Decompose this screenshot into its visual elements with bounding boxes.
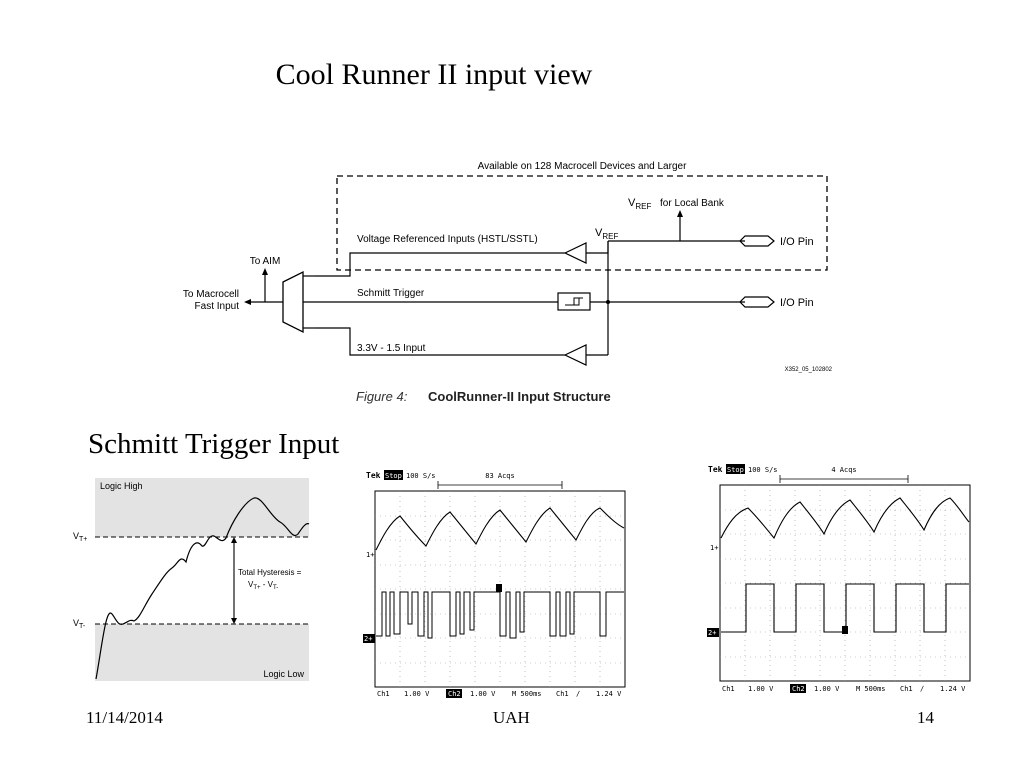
- logic-high-region: [95, 478, 309, 537]
- hysteresis-figure: Logic High Logic Low VT+ VT- Total Hyste…: [73, 478, 310, 681]
- mux-icon: [282, 270, 304, 334]
- box-label: Available on 128 Macrocell Devices and L…: [478, 161, 687, 172]
- scope-right-ch1-marker: 1+: [710, 544, 718, 552]
- arrow-left-icon: [244, 299, 251, 305]
- scope-left-ch2-trace: [376, 591, 624, 639]
- scope-right-rate: 100 S/s: [748, 466, 778, 474]
- logic-low-label: Logic Low: [263, 669, 304, 679]
- scope-right-ch1-trace: [720, 497, 970, 540]
- fast-input-label: Fast Input: [195, 301, 240, 312]
- arrow-down-icon: [231, 618, 237, 624]
- scope-right-ch2: Ch2: [792, 685, 805, 693]
- arrow-up-icon: [262, 268, 268, 275]
- vref-local-v: VREF: [628, 197, 651, 211]
- scope-right-ch1-scale: 1.00 V: [748, 685, 774, 693]
- part-code: X352_05_102802: [785, 367, 833, 373]
- io-pin-label-1: I/O Pin: [780, 236, 814, 248]
- slide-title: Cool Runner II input view: [275, 58, 593, 91]
- scope-left-rate: 100 S/s: [406, 472, 436, 480]
- scope-right-ch2-scale: 1.00 V: [814, 685, 840, 693]
- scope-left-ch2-scale: 1.00 V: [470, 690, 496, 698]
- scope-right-trigger-ch: Ch1: [900, 685, 913, 693]
- scope-right: Tek Stop 100 S/s 4 Acqs 1+ 2+ Ch1 1.00 V…: [707, 464, 971, 693]
- macrocell-box: [336, 175, 828, 271]
- to-macrocell-label: To Macrocell: [183, 289, 239, 300]
- scope-left-trigger-level: 1.24 V: [596, 690, 622, 698]
- scope-left-trigger-ch: Ch1: [556, 690, 569, 698]
- scope-right-stop: Stop: [727, 466, 744, 474]
- arrow-up-icon: [677, 210, 683, 217]
- io-pin-icon: [739, 235, 775, 247]
- scope-left-ch1-marker: 1+: [366, 551, 374, 559]
- io-pin-label-2: I/O Pin: [780, 297, 814, 309]
- scope-left-ch1-scale: 1.00 V: [404, 690, 430, 698]
- footer-org: UAH: [493, 708, 530, 727]
- path-vref-label: Voltage Referenced Inputs (HSTL/SSTL): [357, 234, 538, 245]
- scope-right-trigger-slope: ∕: [920, 685, 924, 693]
- scope-left-ch2-marker: 2+: [364, 635, 372, 643]
- scope-left-ch1-trace: [375, 507, 625, 551]
- vt-plus-label: VT+: [73, 531, 87, 543]
- vref-local-label: for Local Bank: [660, 198, 725, 209]
- footer-page-number: 14: [917, 708, 934, 727]
- scope-left-acqs: 83 Acqs: [485, 472, 515, 480]
- scope-left-stop: Stop: [385, 472, 402, 480]
- to-aim-label: To AIM: [250, 256, 281, 267]
- input-structure-diagram: Available on 128 Macrocell Devices and L…: [183, 161, 833, 404]
- io-pin-icon-2: [739, 296, 775, 308]
- scope-right-trigger-level: 1.24 V: [940, 685, 966, 693]
- scope-left-ch1: Ch1: [377, 690, 390, 698]
- path-schmitt-label: Schmitt Trigger: [357, 288, 425, 299]
- scope-right-tek: Tek: [708, 465, 723, 474]
- scope-left-tek: Tek: [366, 471, 381, 480]
- scope-left-trigger-slope: ∕: [576, 690, 580, 698]
- vref-main-label: VREF: [595, 227, 618, 241]
- total-hysteresis-label: Total Hysteresis =: [238, 568, 302, 577]
- logic-high-label: Logic High: [100, 481, 143, 491]
- scope-left: Tek Stop 100 S/s 83 Acqs 1+ 2+ Ch1 1.00 …: [363, 470, 626, 698]
- input-buffer-icon: [563, 344, 587, 366]
- scope-right-ch1: Ch1: [722, 685, 735, 693]
- scope-right-timebase: M 500ms: [856, 685, 886, 693]
- scope-left-timebase: M 500ms: [512, 690, 542, 698]
- vt-minus-label: VT-: [73, 618, 86, 630]
- hysteresis-formula: VT+ - VT-: [248, 580, 278, 591]
- signal-curve: [95, 497, 310, 680]
- logic-low-region: [95, 624, 309, 681]
- vref-buffer-icon: [563, 242, 587, 264]
- figure-number: Figure 4:: [356, 389, 408, 404]
- section-title: Schmitt Trigger Input: [88, 428, 340, 460]
- figure-caption: CoolRunner-II Input Structure: [428, 389, 611, 404]
- scope-right-acqs: 4 Acqs: [831, 466, 856, 474]
- footer-date: 11/14/2014: [86, 708, 163, 727]
- scope-left-ch2: Ch2: [448, 690, 461, 698]
- path-33-label: 3.3V - 1.5 Input: [357, 343, 426, 354]
- scope-right-ch2-marker: 2+: [708, 629, 716, 637]
- arrow-up-icon: [231, 537, 237, 543]
- scope-right-ch2-trace: [721, 583, 969, 633]
